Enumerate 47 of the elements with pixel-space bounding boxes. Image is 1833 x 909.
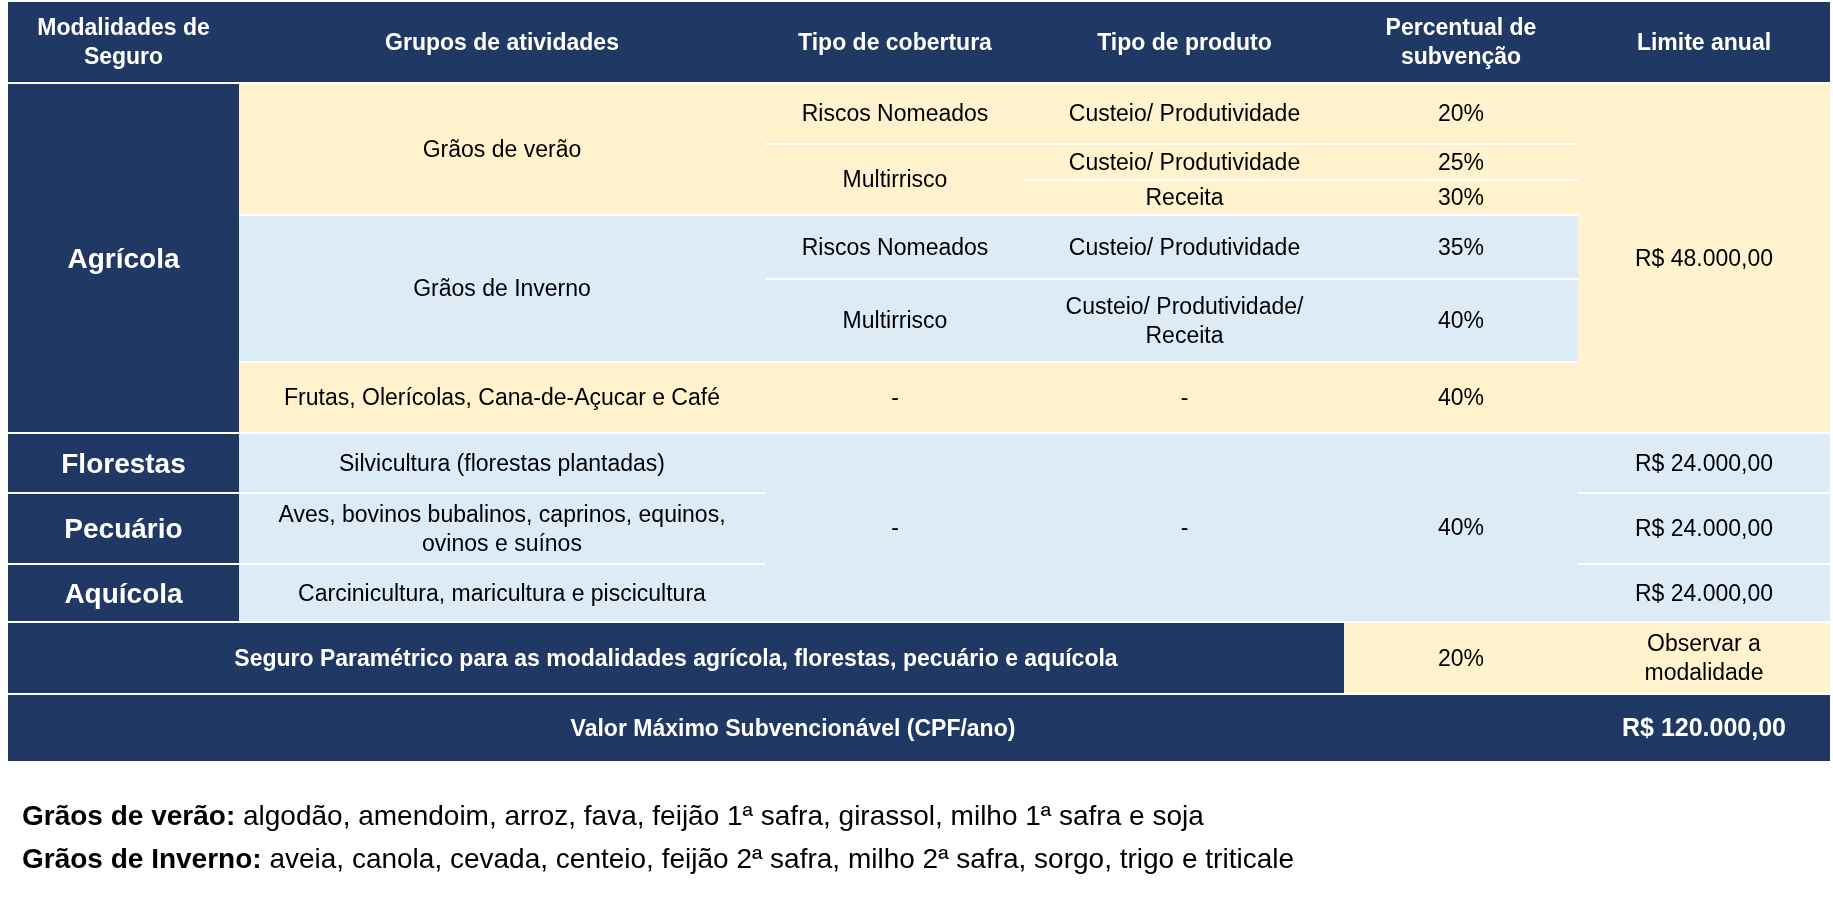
column-header: Modalidades de Seguro: [8, 2, 239, 84]
table-cell: Carcinicultura, maricultura e piscicultura: [239, 565, 765, 623]
table-cell: Valor Máximo Subvencionável (CPF/ano): [8, 695, 1578, 763]
row-header: Pecuário: [8, 494, 239, 565]
table-cell: Aves, bovinos bubalinos, caprinos, equinos, ovinos e suínos: [239, 494, 765, 565]
table-cell: R$ 24.000,00: [1578, 494, 1830, 565]
table-cell: 40%: [1344, 434, 1578, 623]
column-header: Tipo de cobertura: [765, 2, 1025, 84]
table-cell: 35%: [1344, 216, 1578, 280]
table-cell: Observar a modalidade: [1578, 623, 1830, 695]
table-cell: Custeio/ Produtividade: [1025, 145, 1344, 181]
table-cell: R$ 48.000,00: [1578, 84, 1830, 434]
table-cell: R$ 24.000,00: [1578, 565, 1830, 623]
table-cell: R$ 120.000,00: [1578, 695, 1830, 763]
table-cell: Riscos Nomeados: [765, 84, 1025, 145]
table-cell: Multirrisco: [765, 145, 1025, 216]
table-cell: 20%: [1344, 84, 1578, 145]
table-cell: Grãos de Inverno: [239, 216, 765, 363]
column-header: Grupos de atividades: [239, 2, 765, 84]
table-cell: 30%: [1344, 181, 1578, 216]
note-text: Grãos de Inverno: aveia, canola, cevada, centeio, feijão 2ª safra, milho 2ª safra, sorgo, trigo e triticale: [22, 842, 1294, 876]
row-header: Aquícola: [8, 565, 239, 623]
note-text: Grãos de verão: algodão, amendoim, arroz, fava, feijão 1ª safra, girassol, milho 1ª safra e soja: [22, 799, 1205, 833]
column-header: Percentual de subvenção: [1344, 2, 1578, 84]
table-cell: Custeio/ Produtividade/ Receita: [1025, 280, 1344, 363]
table-cell: -: [765, 434, 1025, 623]
table-cell: -: [1025, 434, 1344, 623]
table-cell: Riscos Nomeados: [765, 216, 1025, 280]
table-cell: Seguro Paramétrico para as modalidades agrícola, florestas, pecuário e aquícola: [8, 623, 1344, 695]
column-header: Limite anual: [1578, 2, 1830, 84]
table-cell: Grãos de verão: [239, 84, 765, 216]
table-cell: 40%: [1344, 280, 1578, 363]
table-cell: Multirrisco: [765, 280, 1025, 363]
table-cell: R$ 24.000,00: [1578, 434, 1830, 494]
table-cell: Custeio/ Produtividade: [1025, 216, 1344, 280]
row-header: Agrícola: [8, 84, 239, 434]
column-header: Tipo de produto: [1025, 2, 1344, 84]
row-header: Florestas: [8, 434, 239, 494]
table-cell: Silvicultura (florestas plantadas): [239, 434, 765, 494]
table-cell: Receita: [1025, 181, 1344, 216]
table-cell: Custeio/ Produtividade: [1025, 84, 1344, 145]
table-cell: 25%: [1344, 145, 1578, 181]
table-cell: -: [1025, 363, 1344, 434]
table-cell: -: [765, 363, 1025, 434]
table-cell: 20%: [1344, 623, 1578, 695]
table-cell: 40%: [1344, 363, 1578, 434]
table-cell: Frutas, Olerícolas, Cana-de-Açucar e Café: [239, 363, 765, 434]
